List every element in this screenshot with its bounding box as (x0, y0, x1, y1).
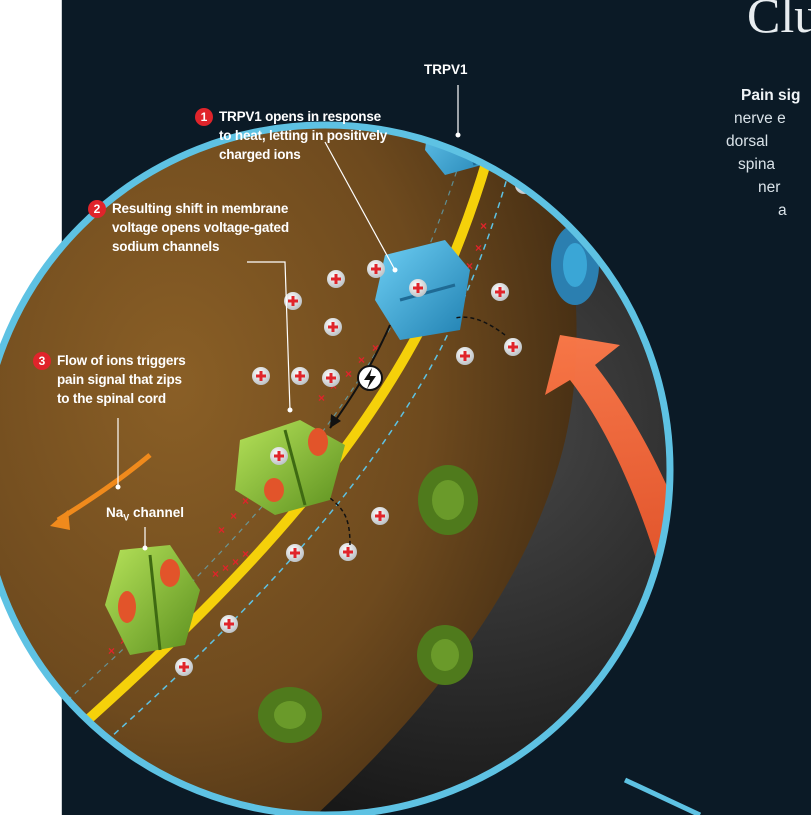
body-line-2: nerve e (734, 110, 786, 128)
nav-channel-background-3 (258, 687, 322, 743)
negative-charge-mark: × (230, 509, 237, 523)
trpv1-channel-top (425, 92, 505, 175)
step-2-line-2: voltage opens voltage-gated (112, 218, 289, 237)
step-3-line-1: Flow of ions triggers (57, 351, 186, 370)
title-fragment: Clu (747, 0, 811, 44)
nav-prefix: Na (106, 505, 123, 520)
magnifier-handle (625, 780, 700, 815)
step-2-badge: 2 (88, 200, 106, 218)
negative-charge-mark: × (372, 341, 379, 355)
step-2-text: Resulting shift in membrane voltage open… (112, 199, 289, 256)
plus-ion-icon (220, 615, 238, 633)
negative-charge-mark: × (318, 391, 325, 405)
plus-ion-icon (569, 113, 587, 131)
plus-ion-icon (324, 318, 342, 336)
step-2-line-3: sodium channels (112, 237, 289, 256)
step-1-badge: 1 (195, 108, 213, 126)
step-3-badge: 3 (33, 352, 51, 370)
trpv1-background-2 (577, 130, 613, 190)
step-1-line-1: TRPV1 opens in response (219, 107, 387, 126)
plus-ion-icon (546, 118, 564, 136)
body-line-3: dorsal (726, 133, 768, 151)
lightning-icon (358, 366, 382, 390)
nav-channel-label: NaV channel (106, 505, 184, 523)
body-line-1: Pain sig (741, 87, 800, 105)
negative-charge-mark: × (513, 97, 520, 111)
negative-charge-mark: × (108, 644, 115, 658)
step-3-line-3: to the spinal cord (57, 389, 186, 408)
plus-ion-icon (252, 367, 270, 385)
body-line-6: a (778, 202, 787, 220)
plus-ion-icon (491, 283, 509, 301)
plus-ion-icon (456, 347, 474, 365)
body-line-4: spina (738, 156, 775, 174)
nav-suffix: channel (129, 505, 184, 520)
step-1-line-3: charged ions (219, 145, 387, 164)
negative-charge-mark: × (232, 555, 239, 569)
step-2-line-1: Resulting shift in membrane (112, 199, 289, 218)
negative-charge-mark: × (358, 353, 365, 367)
negative-charge-mark: × (480, 219, 487, 233)
negative-charge-mark: × (475, 241, 482, 255)
body-bold: Pain sig (741, 87, 800, 104)
plus-ion-icon (286, 544, 304, 562)
negative-charge-mark: × (242, 547, 249, 561)
negative-charge-mark: × (218, 523, 225, 537)
step-1-line-2: to heat, letting in positively (219, 126, 387, 145)
plus-ion-icon (270, 447, 288, 465)
nav-channel-background-2 (417, 625, 473, 685)
plus-ion-icon (367, 260, 385, 278)
negative-charge-mark: × (518, 74, 525, 88)
negative-charge-mark: × (508, 124, 515, 138)
plus-ion-icon (322, 369, 340, 387)
trpv1-label: TRPV1 (424, 62, 468, 77)
nav-channel-background-1 (418, 465, 478, 535)
plus-ion-icon (409, 279, 427, 297)
plus-ion-icon (175, 658, 193, 676)
step-3-text: Flow of ions triggers pain signal that z… (57, 351, 186, 408)
plus-ion-icon (339, 543, 357, 561)
plus-ion-icon (291, 367, 309, 385)
step-3-line-2: pain signal that zips (57, 370, 186, 389)
body-line-5: ner (758, 179, 780, 197)
negative-charge-mark: × (345, 367, 352, 381)
step-1-text: TRPV1 opens in response to heat, letting… (219, 107, 387, 164)
plus-ion-icon (371, 507, 389, 525)
plus-ion-icon (557, 76, 575, 94)
plus-ion-icon (327, 270, 345, 288)
plus-ion-icon (504, 338, 522, 356)
negative-charge-mark: × (222, 561, 229, 575)
negative-charge-mark: × (212, 567, 219, 581)
